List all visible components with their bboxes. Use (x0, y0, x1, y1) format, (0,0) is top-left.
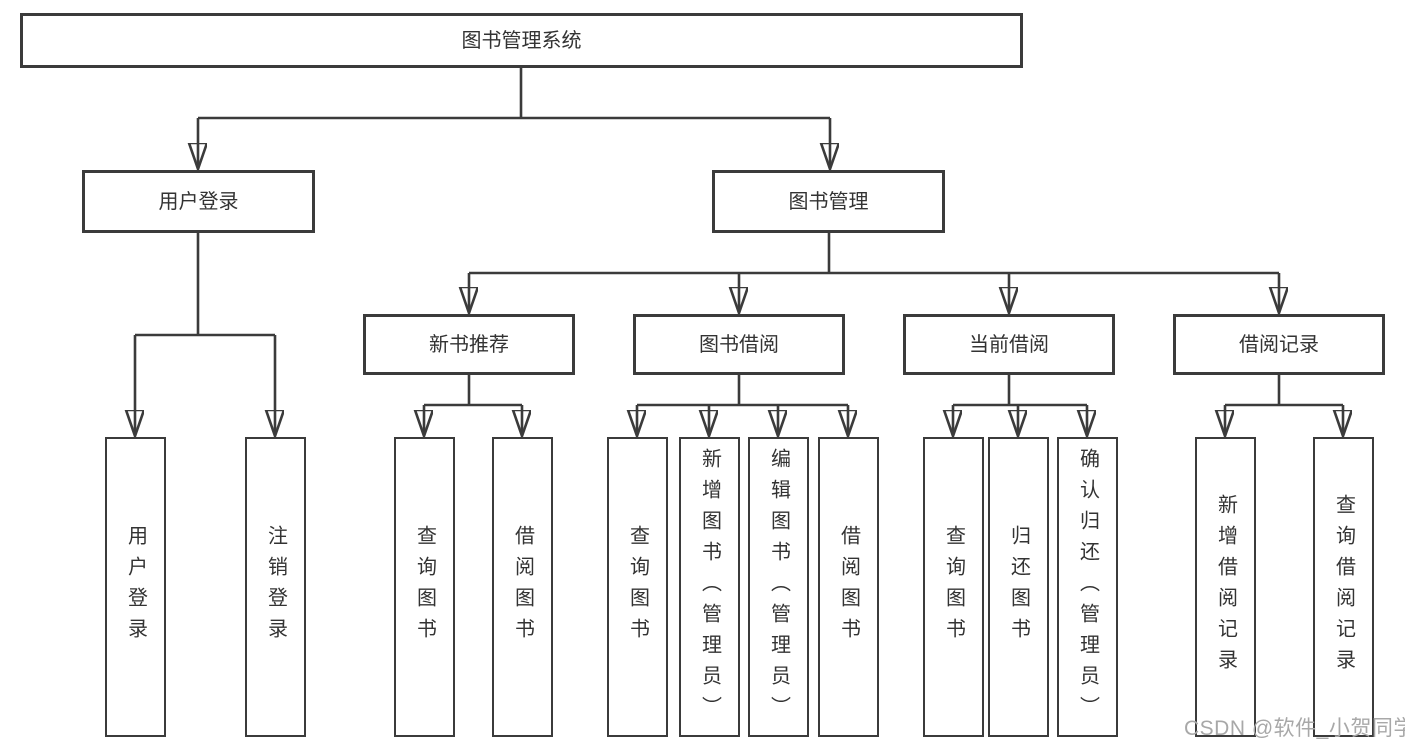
connector-root-to-level2 (198, 68, 830, 169)
node-new-book-recommendation: 新书推荐 (363, 314, 575, 375)
node-borrowing-records: 借阅记录 (1173, 314, 1385, 375)
leaf-edit-book-admin: 编辑图书（管理员） (748, 437, 809, 737)
leaf-query-borrow-record: 查询借阅记录 (1313, 437, 1374, 737)
node-book-borrowing: 图书借阅 (633, 314, 845, 375)
leaf-borrow-books: 借阅图书 (818, 437, 879, 737)
connector-borrowing-records-to-leaves (1225, 375, 1343, 436)
leaf-add-book-admin: 新增图书（管理员） (679, 437, 740, 737)
connector-user-login-to-leaves (135, 233, 275, 436)
node-book-management: 图书管理 (712, 170, 945, 233)
leaf-return-books: 归还图书 (988, 437, 1049, 737)
leaf-user-login: 用户登录 (105, 437, 166, 737)
node-user-login: 用户登录 (82, 170, 315, 233)
leaf-add-borrow-record: 新增借阅记录 (1195, 437, 1256, 737)
connector-current-borrowing-to-leaves (953, 375, 1087, 436)
leaf-query-books-borrowing: 查询图书 (607, 437, 668, 737)
watermark-text: CSDN @软件_小贺同学 (1184, 717, 1405, 740)
connector-book-borrowing-to-leaves (637, 375, 848, 436)
node-current-borrowing: 当前借阅 (903, 314, 1115, 375)
leaf-query-books-current: 查询图书 (923, 437, 984, 737)
connector-book-management-to-level3 (469, 233, 1279, 313)
leaf-query-books-recommend: 查询图书 (394, 437, 455, 737)
leaf-confirm-return-admin: 确认归还（管理员） (1057, 437, 1118, 737)
leaf-logout: 注销登录 (245, 437, 306, 737)
node-root: 图书管理系统 (20, 13, 1023, 68)
connector-new-book-recommendation-to-leaves (424, 375, 522, 436)
leaf-borrow-books-recommend: 借阅图书 (492, 437, 553, 737)
